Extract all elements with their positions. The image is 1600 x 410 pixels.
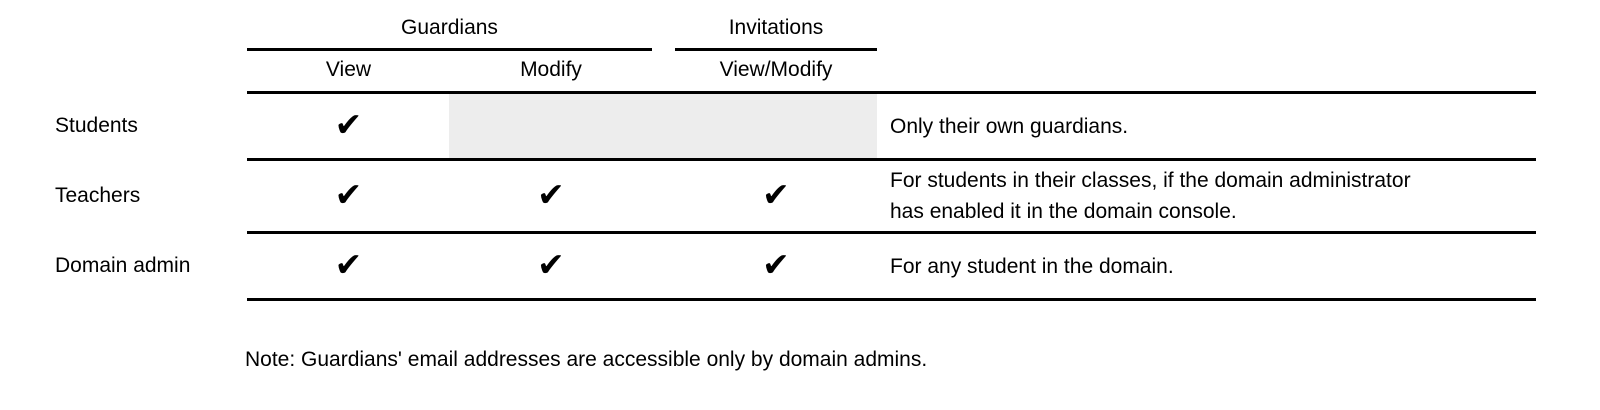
cell-guardians-modify	[450, 94, 652, 158]
row-label: Teachers	[55, 184, 141, 207]
cell-guardians-modify: ✔	[450, 234, 652, 298]
check-icon: ✔	[537, 244, 565, 284]
column-header-view: View	[325, 58, 372, 81]
cell-guardians-modify: ✔	[450, 161, 652, 231]
cell-guardians-view: ✔	[247, 94, 450, 158]
check-icon: ✔	[334, 244, 363, 284]
check-icon: ✔	[762, 174, 790, 214]
row-note-line: For any student in the domain.	[890, 254, 1174, 278]
row-note: For any student in the domain.	[890, 234, 1538, 298]
table-row-students: Students ✔ Only their own guardians.	[0, 94, 1600, 158]
cell-invitations-view-modify: ✔	[675, 161, 877, 231]
row-note: Only their own guardians.	[890, 94, 1538, 158]
guardians-underline	[247, 48, 652, 51]
cell-guardians-view: ✔	[247, 234, 450, 298]
row-divider	[247, 231, 1536, 234]
cell-guardians-view: ✔	[247, 161, 450, 231]
disabled-cells-overlay	[449, 94, 877, 158]
footnote: Note: Guardians' email addresses are acc…	[245, 348, 928, 371]
row-note-line: has enabled it in the domain console.	[890, 200, 1237, 223]
row-note-line: Only their own guardians.	[890, 114, 1129, 138]
check-icon: ✔	[762, 244, 790, 284]
row-note-line: For students in their classes, if the do…	[890, 169, 1411, 192]
row-label: Students	[55, 114, 138, 137]
check-icon: ✔	[334, 174, 363, 214]
table-row-teachers: Teachers ✔ ✔ ✔ For students in their cla…	[0, 161, 1600, 231]
check-icon: ✔	[537, 174, 565, 214]
cell-invitations-view-modify	[675, 94, 877, 158]
row-divider	[247, 298, 1536, 301]
row-label: Domain admin	[55, 254, 191, 277]
column-header-view-modify: View/Modify	[719, 58, 833, 81]
column-group-label-invitations: Invitations	[728, 16, 824, 39]
column-header-modify: Modify	[520, 58, 582, 81]
cell-invitations-view-modify: ✔	[675, 234, 877, 298]
column-group-label-guardians: Guardians	[401, 16, 498, 39]
header-divider	[247, 91, 1536, 94]
table-row-domain-admin: Domain admin ✔ ✔ ✔ For any student in th…	[0, 234, 1600, 298]
row-note: For students in their classes, if the do…	[890, 161, 1538, 231]
check-icon: ✔	[334, 104, 363, 144]
row-divider	[247, 158, 1536, 161]
invitations-underline	[675, 48, 877, 51]
